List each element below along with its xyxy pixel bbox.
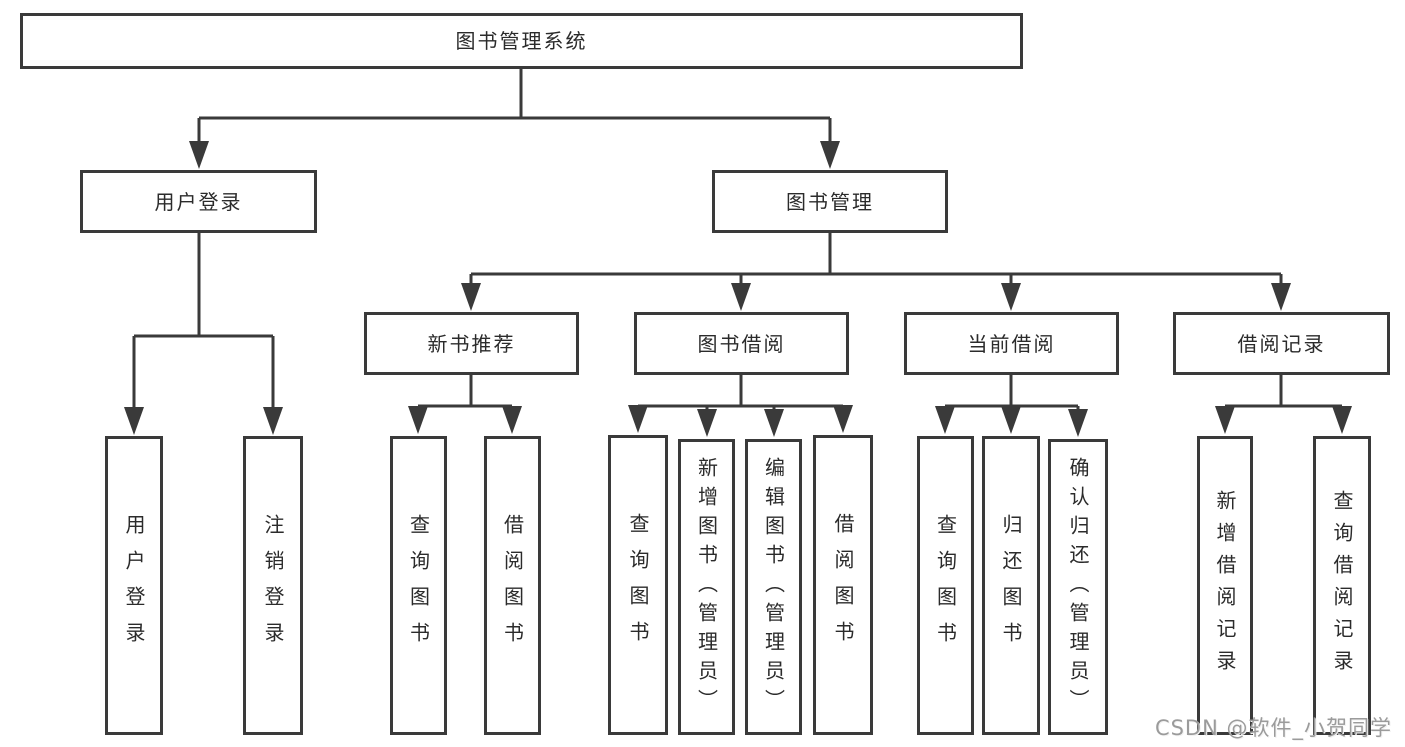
node-book-borrowing: 图书借阅: [634, 312, 849, 375]
arrow-down-icon: [833, 405, 853, 433]
node-label: 新增借阅记录: [1213, 489, 1237, 682]
node-current-borrowing: 当前借阅: [904, 312, 1119, 375]
node-label: 查询图书: [933, 513, 958, 658]
node-leaf-query-books-2: 查询图书: [608, 435, 668, 735]
node-leaf-add-borrow-record: 新增借阅记录: [1197, 436, 1253, 735]
node-label: 图书管理系统: [455, 29, 588, 53]
arrow-down-icon: [697, 409, 717, 437]
node-label: 用户登录: [154, 189, 243, 214]
arrow-down-icon: [1271, 283, 1291, 311]
arrow-down-icon: [502, 406, 522, 434]
node-label: 用户登录: [122, 513, 146, 658]
node-leaf-borrow-books-1: 借阅图书: [484, 436, 541, 735]
node-label: 图书借阅: [697, 331, 786, 356]
arrow-down-icon: [820, 141, 840, 169]
node-leaf-query-borrow-record: 查询借阅记录: [1313, 436, 1371, 735]
arrow-down-icon: [1001, 406, 1021, 434]
node-leaf-borrow-books-2: 借阅图书: [813, 435, 873, 735]
node-label: 当前借阅: [967, 331, 1056, 356]
node-leaf-edit-books-admin: 编辑图书（管理员）: [745, 439, 802, 735]
node-label: 查询图书: [626, 513, 650, 657]
node-label: 注销登录: [261, 513, 285, 658]
arrow-down-icons: [124, 141, 1352, 437]
arrow-down-icon: [408, 406, 428, 434]
node-label: 归还图书: [999, 513, 1023, 658]
tree-branch-lines: [132, 69, 1344, 414]
node-label: 借阅图书: [500, 513, 525, 658]
node-label: 查询借阅记录: [1330, 489, 1354, 682]
arrow-down-icon: [628, 405, 648, 433]
arrow-down-icon: [935, 406, 955, 434]
arrow-down-icon: [1215, 406, 1235, 434]
node-leaf-add-books-admin: 新增图书（管理员）: [678, 439, 735, 735]
node-book-management: 图书管理: [712, 170, 948, 233]
node-label: 借阅图书: [831, 513, 855, 657]
node-label: 图书管理: [786, 189, 874, 214]
node-user-login: 用户登录: [80, 170, 317, 233]
arrow-down-icon: [124, 407, 144, 435]
node-leaf-logout: 注销登录: [243, 436, 303, 735]
node-label: 确认归还（管理员）: [1066, 456, 1090, 718]
node-label: 新增图书（管理员）: [694, 456, 719, 718]
node-leaf-return-books: 归还图书: [982, 436, 1040, 735]
node-label: 借阅记录: [1237, 331, 1326, 356]
node-leaf-query-books-1: 查询图书: [390, 436, 447, 735]
arrow-down-icon: [1332, 406, 1352, 434]
arrow-down-icon: [189, 141, 209, 169]
node-label: 新书推荐: [427, 331, 516, 356]
node-leaf-query-books-3: 查询图书: [917, 436, 974, 735]
arrow-down-icon: [461, 283, 481, 311]
arrow-down-icon: [731, 283, 751, 311]
node-leaf-confirm-return-admin: 确认归还（管理员）: [1048, 439, 1108, 735]
arrow-down-icon: [764, 409, 784, 437]
arrow-down-icon: [1068, 409, 1088, 437]
node-leaf-user-login: 用户登录: [105, 436, 163, 735]
node-label: 查询图书: [406, 513, 431, 658]
arrow-down-icon: [1001, 283, 1021, 311]
node-borrowing-records: 借阅记录: [1173, 312, 1390, 375]
node-new-book-recommend: 新书推荐: [364, 312, 579, 375]
node-label: 编辑图书（管理员）: [761, 456, 786, 718]
csdn-watermark: CSDN @软件_小贺同学: [1154, 716, 1392, 740]
arrow-down-icon: [263, 407, 283, 435]
node-root-library-system: 图书管理系统: [20, 13, 1023, 69]
